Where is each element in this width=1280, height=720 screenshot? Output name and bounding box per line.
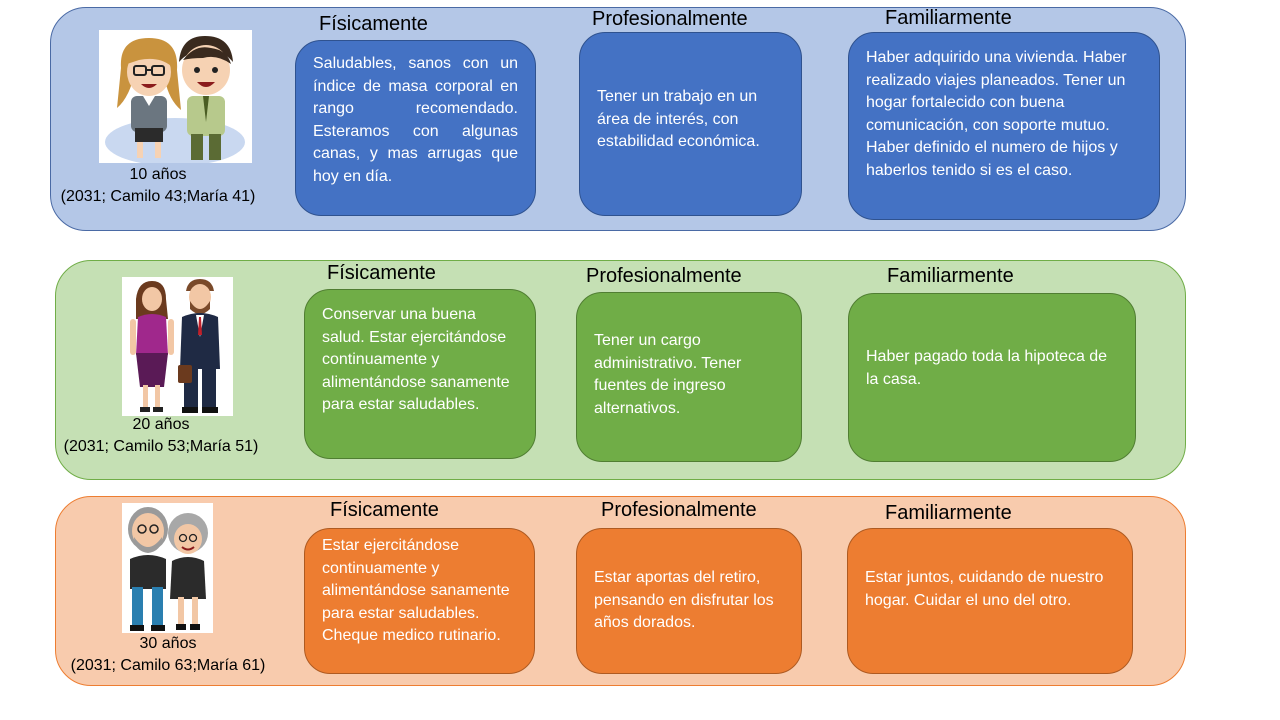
box-profesionalmente: Estar aportas del retiro, pensando en di…	[576, 528, 802, 674]
elderly-couple-illustration	[122, 503, 213, 633]
heading-profesionalmente: Profesionalmente	[592, 8, 748, 30]
box-text: Saludables, sanos con un índice de masa …	[313, 55, 518, 185]
box-fisicamente: Saludables, sanos con un índice de masa …	[295, 40, 536, 216]
box-familiarmente: Haber pagado toda la hipoteca de la casa…	[848, 293, 1136, 462]
heading-familiarmente: Familiarmente	[885, 502, 1012, 524]
box-familiarmente: Estar juntos, cuidando de nuestro hogar.…	[847, 528, 1133, 674]
box-text: Haber pagado toda la hipoteca de la casa…	[866, 348, 1108, 388]
heading-fisicamente: Físicamente	[327, 262, 436, 284]
box-familiarmente: Haber adquirido una vivienda. Haber real…	[848, 32, 1160, 220]
box-text: Tener un cargo administrativo. Tener fue…	[594, 332, 742, 417]
row-30-years-caption: 30 años (2031; Camilo 63;María 61)	[62, 633, 274, 677]
box-profesionalmente: Tener un cargo administrativo. Tener fue…	[576, 292, 802, 462]
adult-couple-illustration	[122, 277, 233, 416]
heading-fisicamente: Físicamente	[319, 13, 428, 35]
heading-fisicamente: Físicamente	[330, 499, 439, 521]
ages-label: (2031; Camilo 43;María 41)	[60, 188, 256, 205]
box-text: Haber adquirido una vivienda. Haber real…	[866, 49, 1127, 179]
years-label: 20 años	[132, 416, 190, 433]
box-fisicamente: Conservar una buena salud. Estar ejercit…	[304, 289, 536, 459]
young-couple-illustration	[99, 30, 252, 163]
ages-label: (2031; Camilo 53;María 51)	[63, 438, 259, 455]
box-text-2: Cheque medico rutinario.	[322, 627, 501, 644]
row-10-years-caption: 10 años (2031; Camilo 43;María 41)	[52, 164, 264, 208]
box-profesionalmente: Tener un trabajo en un área de interés, …	[579, 32, 802, 216]
heading-profesionalmente: Profesionalmente	[586, 265, 742, 287]
box-text: Estar ejercitándose continuamente y alim…	[322, 537, 510, 622]
box-fisicamente: Estar ejercitándose continuamente y alim…	[304, 528, 535, 674]
years-label: 10 años	[129, 166, 187, 183]
heading-profesionalmente: Profesionalmente	[601, 499, 757, 521]
ages-label: (2031; Camilo 63;María 61)	[70, 657, 266, 674]
box-text: Conservar una buena salud. Estar ejercit…	[322, 306, 510, 413]
heading-familiarmente: Familiarmente	[887, 265, 1014, 287]
row-20-years-caption: 20 años (2031; Camilo 53;María 51)	[55, 414, 267, 458]
years-label: 30 años	[139, 635, 197, 652]
box-text: Tener un trabajo en un área de interés, …	[597, 88, 760, 151]
heading-familiarmente: Familiarmente	[885, 7, 1012, 29]
box-text: Estar aportas del retiro, pensando en di…	[594, 569, 774, 631]
box-text: Estar juntos, cuidando de nuestro hogar.…	[865, 569, 1104, 609]
